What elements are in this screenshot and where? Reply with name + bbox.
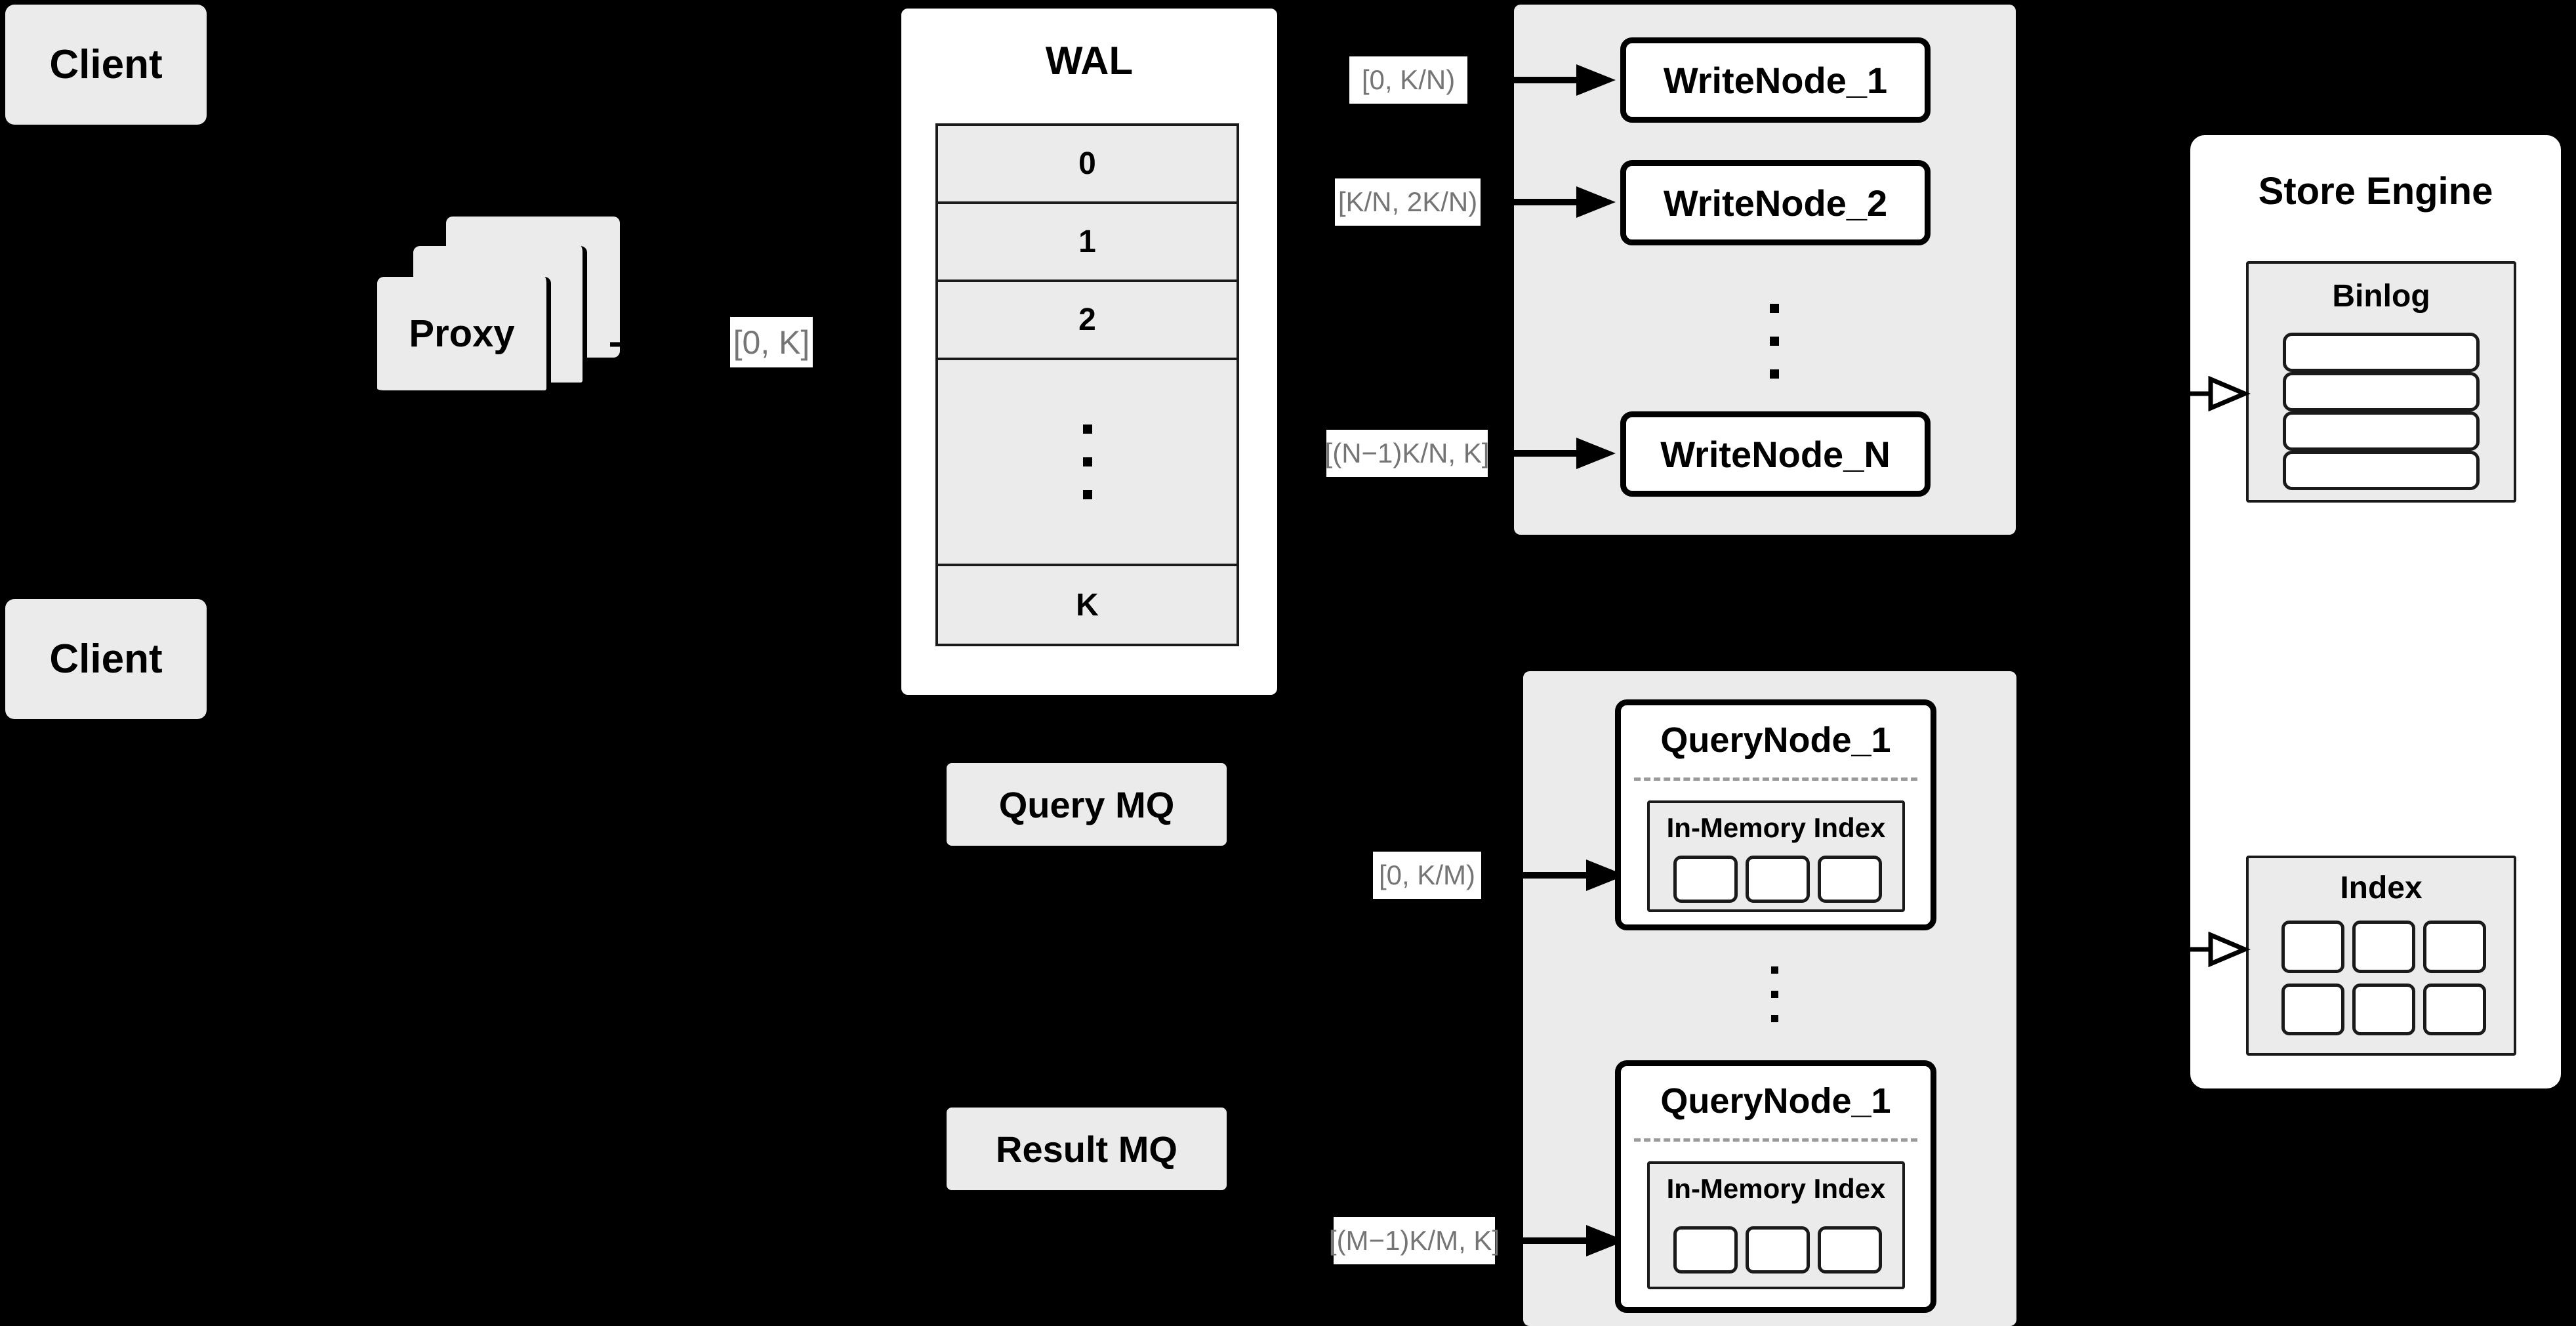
in-memory-index-title: In-Memory Index [1650,1173,1902,1205]
write-cluster-ellipsis-icon [1765,276,1784,407]
arrow-to-write-node-n [1494,438,1616,469]
query-node-1-title: QueryNode_1 [1621,720,1931,760]
client-box-1[interactable]: Client [5,5,207,125]
in-memory-index-title-text: In-Memory Index [1666,812,1886,843]
in-memory-index-segments [1673,1226,1882,1274]
query-node-2-divider [1634,1138,1917,1142]
index-cell[interactable] [2423,921,2486,973]
client-box-2[interactable]: Client [5,599,207,719]
arrow-to-write-node-2 [1488,186,1616,218]
index-cell[interactable] [2423,983,2486,1035]
index-segment[interactable] [1746,856,1810,903]
query-node-2-range-tag: [(M−1)K/M, K] [1329,1217,1500,1264]
proxy-to-wal-connector [610,342,656,347]
write-node-2[interactable]: WriteNode_2 [1620,160,1931,245]
wal-row[interactable]: K [935,566,1239,646]
wal-title-text: WAL [1045,39,1134,83]
store-engine-title: Store Engine [2190,169,2561,213]
write-node-2-label: WriteNode_2 [1663,182,1888,224]
in-memory-index-segments [1673,856,1882,903]
binlog-rows [2283,333,2480,490]
vertical-ellipsis-icon [1082,425,1092,499]
wal-panel: WAL 0 1 2 K [897,5,1281,699]
wal-row[interactable]: 2 [935,282,1239,360]
query-cluster-ellipsis-icon [1765,942,1784,1046]
store-engine-panel: Store Engine Binlog Index [2186,131,2565,1092]
binlog-box: Binlog [2246,261,2516,503]
wal-row-label: 0 [1078,146,1096,181]
client-label-2: Client [49,636,163,682]
proxy-stack[interactable]: Proxy [377,217,653,426]
query-node-1-divider [1634,777,1917,781]
query-node-2-range-text: [(M−1)K/M, K] [1328,1225,1500,1256]
query-node-1[interactable]: QueryNode_1 In-Memory Index [1615,699,1936,930]
arrow-to-binlog [2178,375,2251,412]
index-cell[interactable] [2352,921,2415,973]
arrow-to-query-node-1 [1488,860,1625,891]
wal-row-ellipsis [935,360,1239,566]
query-node-2-label: QueryNode_1 [1660,1081,1891,1121]
in-memory-index-title: In-Memory Index [1650,812,1902,844]
write-node-1[interactable]: WriteNode_1 [1620,37,1931,123]
wal-row-label: K [1076,587,1099,623]
write-node-2-range-tag: [K/N, 2K/N) [1335,178,1481,226]
in-memory-index-title-text: In-Memory Index [1666,1173,1886,1204]
write-node-1-label: WriteNode_1 [1663,59,1888,101]
write-node-1-range-text: [0, K/N) [1361,64,1456,95]
arrow-to-query-node-2 [1501,1225,1625,1256]
write-node-n-label: WriteNode_N [1660,433,1891,475]
result-mq-box[interactable]: Result MQ [947,1108,1227,1190]
index-cell[interactable] [2352,983,2415,1035]
index-segment[interactable] [1673,856,1738,903]
index-title-text: Index [2340,871,2423,905]
binlog-row[interactable] [2283,333,2480,372]
result-mq-label: Result MQ [996,1128,1177,1170]
query-node-1-range-text: [0, K/M) [1378,860,1476,890]
proxy-label: Proxy [409,312,515,355]
index-segment[interactable] [1818,1226,1882,1274]
wal-title: WAL [901,38,1277,83]
binlog-row[interactable] [2283,411,2480,451]
index-segment[interactable] [1818,856,1882,903]
index-box: Index [2246,856,2516,1056]
write-node-1-range-tag: [0, K/N) [1349,56,1467,104]
wal-row-label: 2 [1078,302,1096,337]
index-segment[interactable] [1673,1226,1738,1274]
query-node-2[interactable]: QueryNode_1 In-Memory Index [1615,1060,1936,1313]
wal-row[interactable]: 1 [935,204,1239,282]
query-node-1-in-memory-index: In-Memory Index [1647,800,1905,912]
wal-rows: 0 1 2 K [935,123,1239,646]
query-node-2-title: QueryNode_1 [1621,1081,1931,1121]
arrow-to-write-node-1 [1475,64,1616,96]
index-cell[interactable] [2281,983,2344,1035]
query-node-2-in-memory-index: In-Memory Index [1647,1161,1905,1289]
binlog-row[interactable] [2283,372,2480,411]
binlog-title-text: Binlog [2332,279,2430,314]
arrow-to-index [2178,931,2251,968]
client-label-1: Client [49,42,163,87]
proxy-range-tag: [0, K] [730,317,813,367]
write-node-n-range-tag: [(N−1)K/N, K] [1324,430,1490,477]
binlog-row[interactable] [2283,451,2480,490]
wal-row[interactable]: 0 [935,123,1239,204]
proxy-range-tag-text: [0, K] [733,323,810,361]
query-node-1-range-tag: [0, K/M) [1373,852,1481,899]
index-segment[interactable] [1746,1226,1810,1274]
write-node-2-range-text: [K/N, 2K/N) [1338,186,1478,217]
query-mq-box[interactable]: Query MQ [947,763,1227,846]
wal-row-label: 1 [1078,224,1096,259]
query-mq-label: Query MQ [998,783,1175,825]
index-cell[interactable] [2281,921,2344,973]
binlog-title: Binlog [2249,278,2514,314]
index-title: Index [2249,870,2514,906]
write-node-n-range-text: [(N−1)K/N, K] [1324,438,1490,468]
index-grid [2281,921,2486,1035]
store-engine-title-text: Store Engine [2258,170,2493,213]
query-node-1-label: QueryNode_1 [1660,720,1891,760]
write-node-n[interactable]: WriteNode_N [1620,411,1931,497]
proxy-stack-layer-1[interactable]: Proxy [377,277,551,395]
